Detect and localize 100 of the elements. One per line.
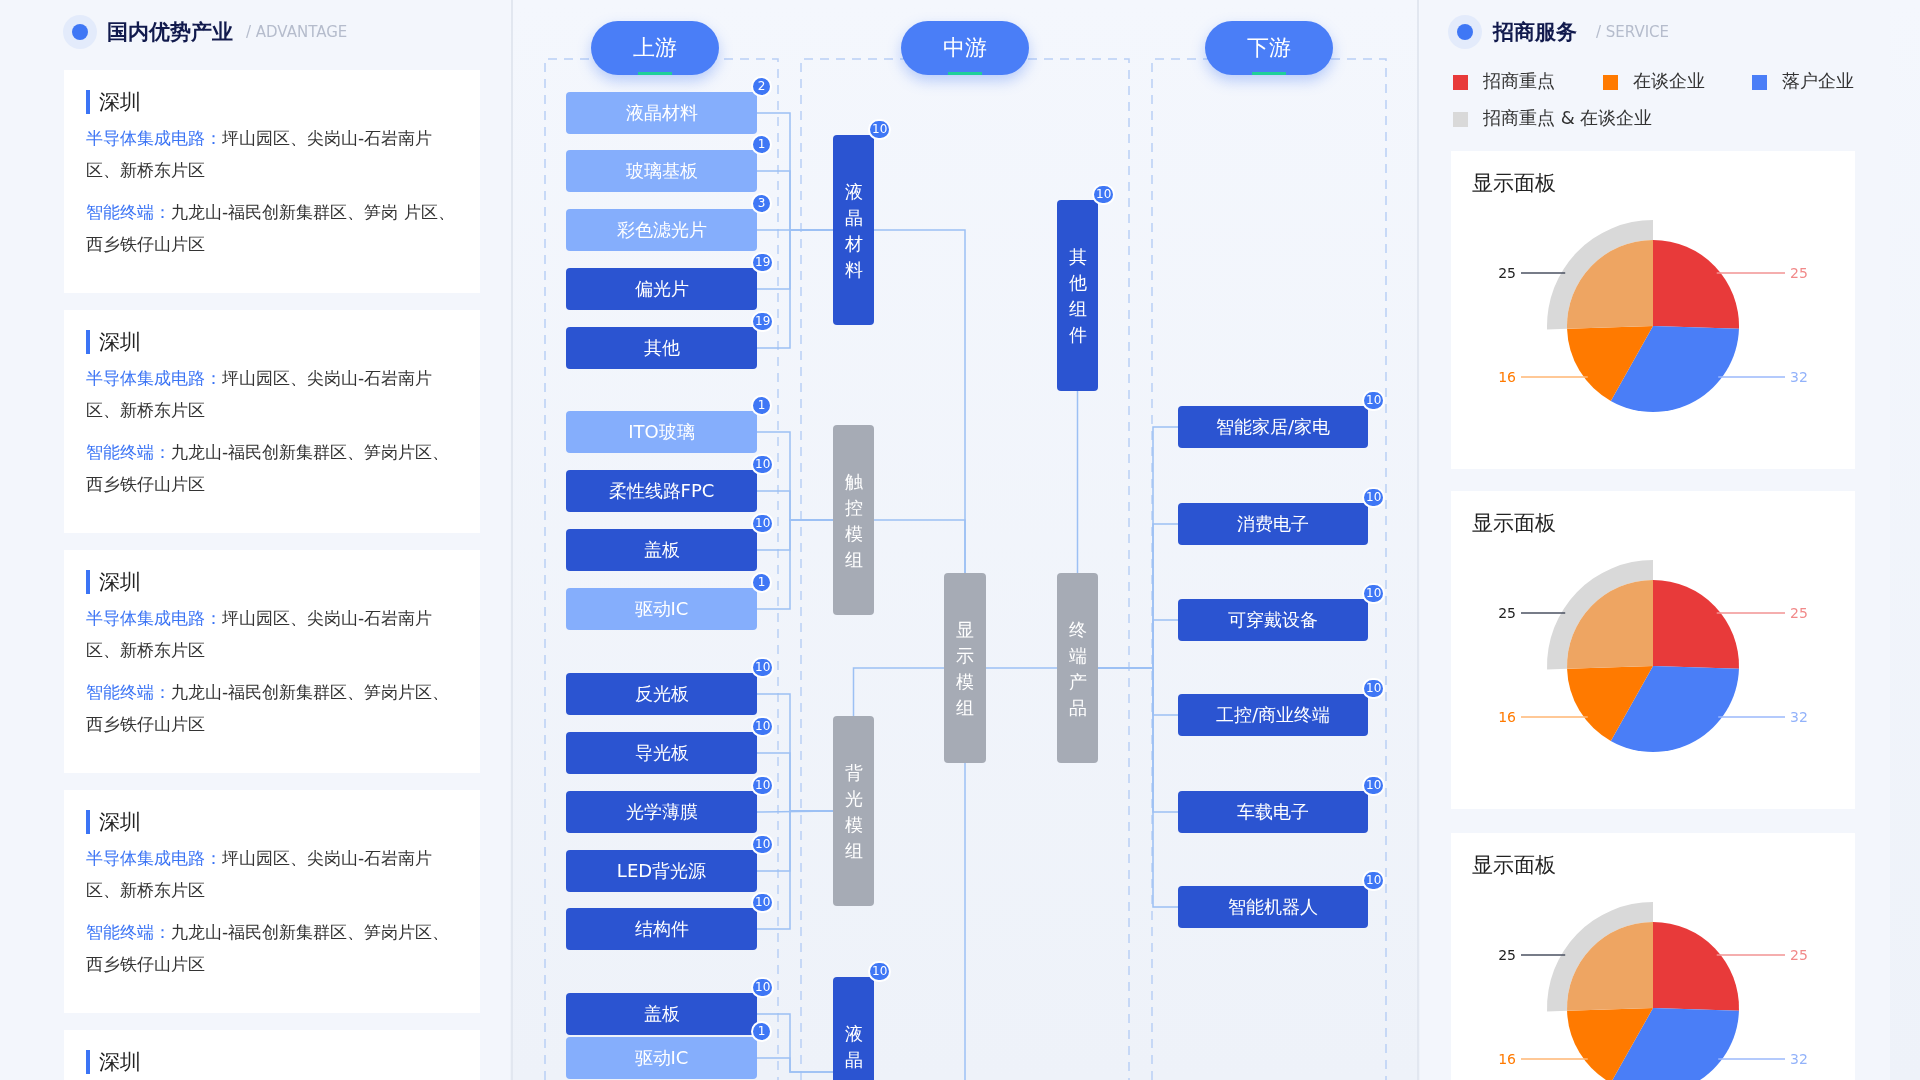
count-badge: 10 bbox=[751, 716, 775, 737]
panel-title: 招商服务 bbox=[1493, 19, 1577, 46]
data-label: 25 bbox=[1498, 947, 1516, 963]
connector-line bbox=[756, 1057, 834, 1073]
chain-box bbox=[566, 791, 757, 833]
box-label: 导光板 bbox=[634, 741, 689, 765]
city-title: 深圳 bbox=[86, 330, 141, 354]
chain-box bbox=[566, 1037, 757, 1079]
stage-label: 下游 bbox=[1247, 34, 1291, 62]
district-text: 半导体集成电路：坪山园区、尖岗山-石岩南片区、新桥东片区 bbox=[86, 847, 434, 902]
data-label: 25 bbox=[1498, 265, 1516, 281]
box-label: 触控模组 bbox=[844, 470, 863, 573]
district-text: 半导体集成电路：坪山园区、尖岗山-石岩南片区、新桥东片区 bbox=[86, 367, 434, 422]
chain-box bbox=[566, 209, 757, 251]
connector-line bbox=[756, 519, 834, 610]
chain-box bbox=[1178, 406, 1368, 448]
connector-line bbox=[756, 810, 834, 930]
box-label: 柔性线路FPC bbox=[608, 479, 715, 503]
box-label: 其他组件 bbox=[1068, 245, 1087, 348]
module-box bbox=[944, 573, 986, 763]
chain-box bbox=[566, 588, 757, 630]
box-label: 液晶 bbox=[844, 1022, 863, 1073]
connector-line bbox=[964, 762, 966, 1080]
box-label: 驱动IC bbox=[634, 1046, 689, 1070]
chain-box bbox=[1178, 791, 1368, 833]
data-label: 25 bbox=[1790, 265, 1808, 281]
box-label: 液晶材料 bbox=[625, 101, 698, 125]
box-label: 终端产品 bbox=[1068, 618, 1087, 721]
count-badge: 3 bbox=[751, 193, 772, 214]
chain-box bbox=[566, 92, 757, 134]
data-label: 32 bbox=[1790, 369, 1808, 385]
chain-box bbox=[566, 673, 757, 715]
chain-box bbox=[566, 268, 757, 310]
count-badge: 10 bbox=[1362, 390, 1386, 411]
box-label: 背光模组 bbox=[844, 761, 863, 864]
data-label: 32 bbox=[1790, 1051, 1808, 1067]
district-card bbox=[64, 310, 480, 533]
district-text: 智能终端：九龙山-福民创新集群区、笋岗片区、西乡铁仔山片区 bbox=[86, 681, 451, 736]
chain-box bbox=[833, 135, 874, 325]
district-card bbox=[64, 550, 480, 773]
chart-title: 显示面板 bbox=[1472, 852, 1556, 879]
count-badge: 10 bbox=[1362, 870, 1386, 891]
chain-box bbox=[1178, 694, 1368, 736]
connector-line bbox=[1076, 390, 1079, 574]
legend-label: 落户企业 bbox=[1782, 69, 1854, 93]
count-badge: 10 bbox=[751, 454, 775, 475]
count-badge: 10 bbox=[1362, 487, 1386, 508]
box-label: 反光板 bbox=[634, 682, 689, 706]
chart-title: 显示面板 bbox=[1472, 170, 1556, 197]
data-label: 25 bbox=[1498, 605, 1516, 621]
box-label: 车载电子 bbox=[1237, 800, 1309, 824]
chain-box bbox=[1057, 200, 1098, 391]
count-badge: 10 bbox=[1362, 583, 1386, 604]
count-badge: 10 bbox=[751, 513, 775, 534]
data-label: 25 bbox=[1790, 605, 1808, 621]
count-badge: 1 bbox=[751, 134, 772, 155]
connector-line bbox=[756, 229, 834, 349]
count-badge: 1 bbox=[751, 572, 772, 593]
box-label: 工控/商业终端 bbox=[1215, 703, 1331, 727]
chain-box bbox=[1178, 886, 1368, 928]
box-label: 其他 bbox=[643, 336, 680, 360]
count-badge: 10 bbox=[751, 834, 775, 855]
connector-line bbox=[1097, 667, 1179, 908]
count-badge: 10 bbox=[1362, 678, 1386, 699]
chain-box bbox=[566, 732, 757, 774]
count-badge: 10 bbox=[751, 892, 775, 913]
box-label: 盖板 bbox=[643, 1002, 680, 1026]
chain-box bbox=[566, 993, 757, 1035]
city-title: 深圳 bbox=[86, 1050, 141, 1074]
box-label: 驱动IC bbox=[634, 597, 689, 621]
box-label: 智能机器人 bbox=[1228, 895, 1318, 919]
chain-box bbox=[566, 529, 757, 571]
stage-pill bbox=[591, 21, 719, 75]
count-badge: 10 bbox=[1092, 184, 1116, 205]
count-badge: 10 bbox=[751, 657, 775, 678]
connector-line bbox=[873, 519, 966, 574]
district-text: 智能终端：九龙山-福民创新集群区、笋岗片区、西乡铁仔山片区 bbox=[86, 921, 451, 976]
count-badge: 19 bbox=[751, 252, 775, 273]
stage-pill bbox=[1205, 21, 1333, 75]
connector-line bbox=[852, 667, 945, 717]
data-label: 25 bbox=[1790, 947, 1808, 963]
stage-label: 中游 bbox=[943, 34, 987, 62]
data-label: 32 bbox=[1790, 709, 1808, 725]
city-title: 深圳 bbox=[86, 90, 141, 114]
box-label: 可穿戴设备 bbox=[1228, 608, 1318, 632]
box-label: 液晶材料 bbox=[844, 180, 863, 283]
box-label: 玻璃基板 bbox=[625, 159, 698, 183]
module-box bbox=[833, 425, 874, 615]
count-badge: 10 bbox=[751, 977, 775, 998]
district-text: 半导体集成电路：坪山园区、尖岗山-石岩南片区、新桥东片区 bbox=[86, 127, 434, 182]
stage-pill bbox=[901, 21, 1029, 75]
count-badge: 19 bbox=[751, 311, 775, 332]
box-label: 结构件 bbox=[634, 917, 689, 941]
count-badge: 1 bbox=[751, 395, 772, 416]
legend-label: 在谈企业 bbox=[1633, 69, 1705, 93]
district-text: 智能终端：九龙山-福民创新集群区、笋岗 片区、西乡铁仔山片区 bbox=[86, 201, 456, 256]
city-title: 深圳 bbox=[86, 570, 141, 594]
chain-box bbox=[1178, 503, 1368, 545]
chain-box bbox=[566, 850, 757, 892]
box-label: 显示模组 bbox=[956, 618, 974, 721]
